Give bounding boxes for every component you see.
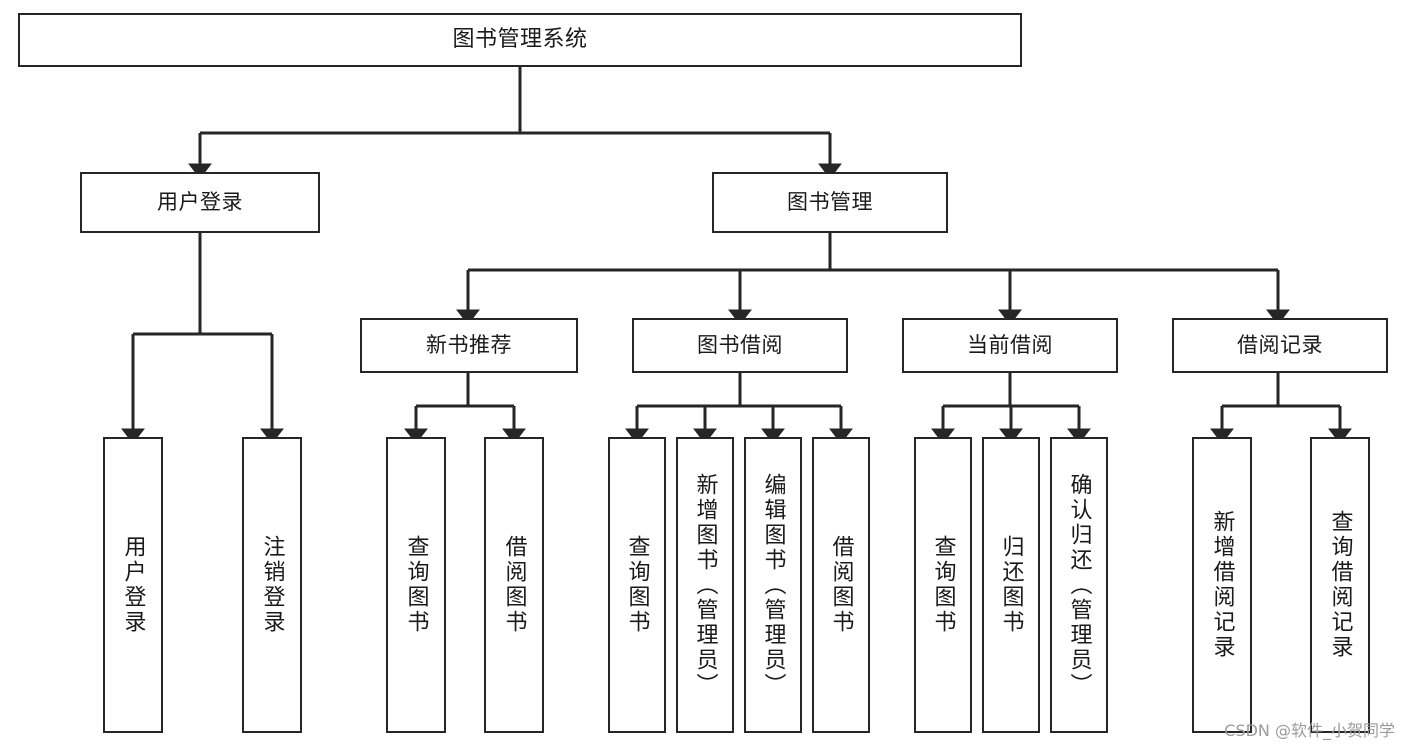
node-label: 用户登录 [157, 190, 243, 215]
node-leaf-query-2[interactable]: 查询图书 [608, 437, 666, 733]
node-leaf-edit-book[interactable]: 编辑图书（管理员） [744, 437, 802, 733]
node-label: 查询图书 [403, 535, 429, 635]
node-leaf-query-3[interactable]: 查询图书 [914, 437, 972, 733]
node-label: 归还图书 [998, 535, 1024, 635]
node-leaf-add-rec[interactable]: 新增借阅记录 [1192, 437, 1252, 733]
node-label: 查询借阅记录 [1327, 510, 1353, 660]
node-label: 注销登录 [259, 535, 285, 635]
node-label: 图书管理系统 [452, 27, 588, 53]
node-label: 借阅图书 [828, 535, 854, 635]
node-label: 确认归还（管理员） [1066, 472, 1092, 698]
node-leaf-confirm[interactable]: 确认归还（管理员） [1050, 437, 1108, 733]
node-borrow-record[interactable]: 借阅记录 [1172, 318, 1388, 373]
edges-group [121, 67, 1352, 444]
node-label: 当前借阅 [967, 333, 1053, 358]
node-label: 新增图书（管理员） [692, 472, 718, 698]
node-label: 图书管理 [787, 190, 873, 215]
node-label: 编辑图书（管理员） [760, 472, 786, 698]
node-user-login[interactable]: 用户登录 [80, 172, 320, 233]
node-label: 用户登录 [120, 535, 146, 635]
node-label: 新书推荐 [426, 333, 512, 358]
node-root[interactable]: 图书管理系统 [18, 13, 1022, 67]
node-label: 图书借阅 [697, 333, 783, 358]
node-leaf-logout[interactable]: 注销登录 [242, 437, 302, 733]
node-leaf-return[interactable]: 归还图书 [982, 437, 1040, 733]
node-leaf-add-book[interactable]: 新增图书（管理员） [676, 437, 734, 733]
node-leaf-borrow-2[interactable]: 借阅图书 [812, 437, 870, 733]
node-label: 查询图书 [930, 535, 956, 635]
node-label: 新增借阅记录 [1209, 510, 1235, 660]
node-label: 借阅图书 [501, 535, 527, 635]
node-leaf-query-rec[interactable]: 查询借阅记录 [1310, 437, 1370, 733]
node-book-manage[interactable]: 图书管理 [712, 172, 948, 233]
node-leaf-borrow-1[interactable]: 借阅图书 [484, 437, 544, 733]
node-label: 查询图书 [624, 535, 650, 635]
node-book-borrow[interactable]: 图书借阅 [632, 318, 848, 373]
node-new-book-rec[interactable]: 新书推荐 [360, 318, 578, 373]
node-label: 借阅记录 [1237, 333, 1323, 358]
node-current-borrow[interactable]: 当前借阅 [902, 318, 1118, 373]
node-leaf-query-1[interactable]: 查询图书 [386, 437, 446, 733]
node-leaf-user-login[interactable]: 用户登录 [103, 437, 163, 733]
